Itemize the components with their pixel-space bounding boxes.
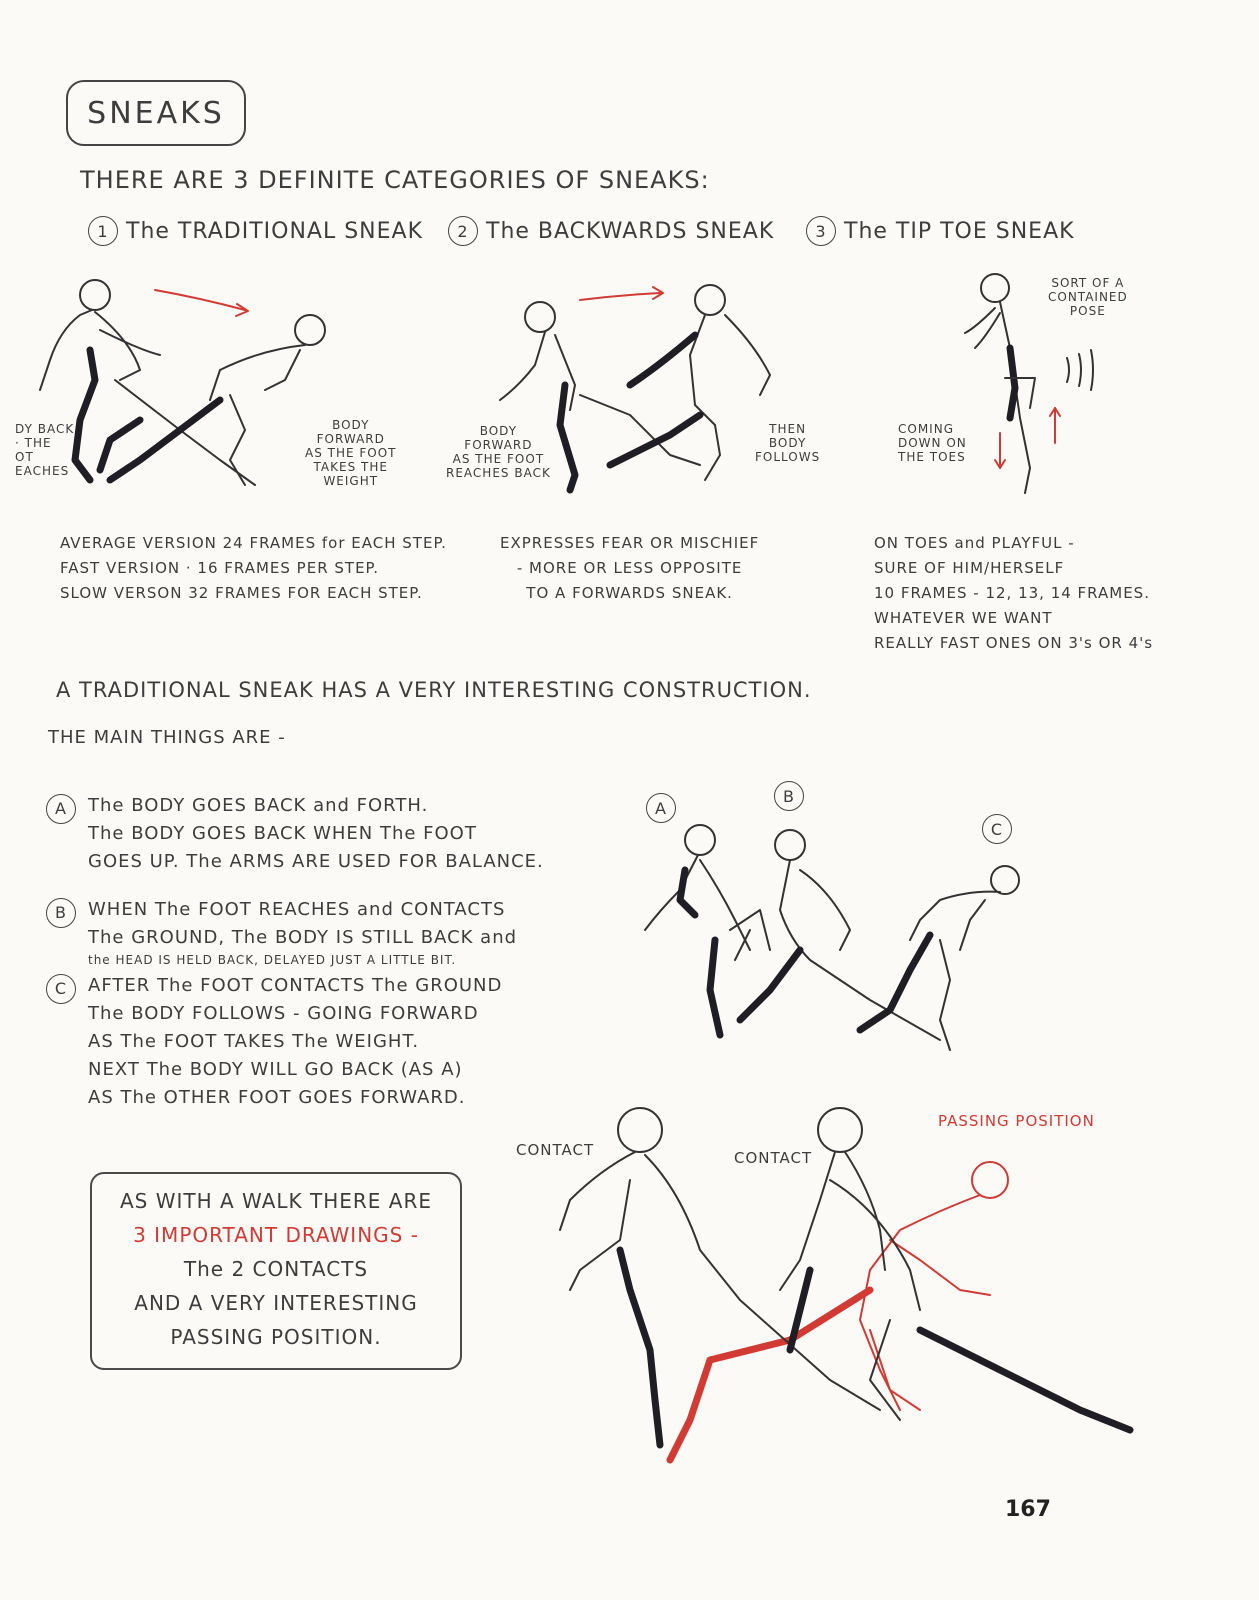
category-backwards: 2 The BACKWARDS SNEAK bbox=[448, 216, 774, 246]
point-a: A The BODY GOES BACK and FORTH. The BODY… bbox=[46, 792, 606, 876]
box-line: AS WITH A WALK THERE ARE bbox=[119, 1189, 433, 1213]
label-contact-2: CONTACT bbox=[734, 1149, 813, 1167]
label-contact-1: CONTACT bbox=[516, 1141, 595, 1159]
point-line: GOES UP. The ARMS ARE USED FOR BALANCE. bbox=[88, 851, 544, 872]
label-passing-position: PASSING POSITION bbox=[938, 1112, 1095, 1130]
category-number: 2 bbox=[448, 216, 478, 246]
point-line: The BODY FOLLOWS - GOING FORWARD bbox=[88, 1003, 479, 1024]
label-contained-pose: SORT OF A CONTAINED POSE bbox=[1048, 276, 1128, 318]
point-line: AS The OTHER FOOT GOES FORWARD. bbox=[88, 1087, 466, 1108]
label-body-back: DY BACK · the OT EACHES bbox=[15, 422, 75, 478]
note-line: FAST VERSION · 16 FRAMES PER STEP. bbox=[60, 559, 380, 577]
page-title: SNEAKS bbox=[66, 80, 246, 146]
important-drawings-box: AS WITH A WALK THERE ARE 3 IMPORTANT DRA… bbox=[90, 1172, 462, 1370]
label-coming-down: COMING DOWN ON The TOES bbox=[898, 422, 967, 464]
category-tiptoe: 3 The TIP TOE SNEAK bbox=[806, 216, 1075, 246]
notes-traditional: AVERAGE VERSION 24 FRAMES for EACH STEP.… bbox=[60, 531, 447, 606]
note-line: SURE OF HIM/HERSELF bbox=[874, 559, 1065, 577]
label-body-forward-back: BODY FORWARD AS The FOOT REACHES BACK bbox=[446, 424, 551, 480]
point-line: The BODY GOES BACK WHEN The FOOT bbox=[88, 823, 477, 844]
contacts-passing-drawing bbox=[559, 1107, 1134, 1464]
point-line: WHEN The FOOT REACHES and CONTACTS bbox=[88, 899, 506, 920]
notes-tiptoe: ON TOES and PLAYFUL - SURE OF HIM/HERSEL… bbox=[874, 531, 1153, 656]
point-line: The BODY GOES BACK and FORTH. bbox=[88, 795, 429, 816]
point-line: The GROUND, The BODY IS STILL BACK and bbox=[88, 927, 518, 948]
point-line: AFTER The FOOT CONTACTS The GROUND bbox=[88, 975, 503, 996]
point-letter: B bbox=[46, 898, 76, 928]
note-line: AVERAGE VERSION 24 FRAMES for EACH STEP. bbox=[60, 534, 447, 552]
intro-text: THERE ARE 3 DEFINITE CATEGORIES OF SNEAK… bbox=[80, 166, 710, 194]
note-line: TO A FORWARDS SNEAK. bbox=[526, 584, 733, 602]
points-list: A The BODY GOES BACK and FORTH. The BODY… bbox=[46, 792, 606, 1112]
point-line: NEXT The BODY WILL GO BACK (AS A) bbox=[88, 1059, 463, 1080]
figure-label-b: B bbox=[774, 781, 804, 811]
note-line: 10 FRAMES - 12, 13, 14 FRAMES. bbox=[874, 584, 1150, 602]
note-line: - MORE OR LESS OPPOSITE bbox=[516, 559, 743, 577]
note-line: REALLY FAST ONES ON 3's OR 4's bbox=[874, 634, 1154, 652]
box-line-highlight: 3 IMPORTANT DRAWINGS - bbox=[133, 1223, 419, 1247]
point-b: B WHEN The FOOT REACHES and CONTACTS The… bbox=[46, 896, 606, 968]
box-line: PASSING POSITION. bbox=[170, 1325, 382, 1349]
category-number: 3 bbox=[806, 216, 836, 246]
box-line: AND A VERY INTERESTING bbox=[134, 1291, 418, 1315]
point-line: AS The FOOT TAKES The WEIGHT. bbox=[88, 1031, 420, 1052]
note-line: ON TOES and PLAYFUL - bbox=[874, 534, 1075, 552]
point-letter: C bbox=[46, 974, 76, 1004]
figure-label-c: C bbox=[982, 814, 1012, 844]
category-number: 1 bbox=[88, 216, 118, 246]
label-body-forward-weight: BODY FORWARD AS The FOOT TAKES The WEIGH… bbox=[305, 418, 397, 488]
page-number: 167 bbox=[1005, 1497, 1051, 1522]
main-things-heading: THE MAIN THINGS ARE - bbox=[48, 727, 286, 748]
note-line: WHATEVER WE WANT bbox=[874, 609, 1053, 627]
figure-label-a: A bbox=[646, 793, 676, 823]
abc-sneak-drawing bbox=[644, 824, 1020, 1051]
category-label: The TIP TOE SNEAK bbox=[844, 218, 1075, 244]
notes-backwards: EXPRESSES FEAR OR MISCHIEF - MORE OR LES… bbox=[500, 531, 759, 606]
note-line: SLOW VERSON 32 FRAMES FOR EACH STEP. bbox=[60, 584, 423, 602]
point-c: C AFTER The FOOT CONTACTS The GROUND The… bbox=[46, 972, 606, 1112]
tiptoe-sneak-drawing bbox=[964, 273, 1094, 494]
box-line: The 2 CONTACTS bbox=[183, 1257, 369, 1281]
backwards-sneak-drawing bbox=[499, 284, 771, 494]
label-then-body: THEN BODY FOLLOWS bbox=[755, 422, 821, 464]
construction-heading: A TRADITIONAL SNEAK HAS A VERY INTERESTI… bbox=[56, 678, 812, 702]
traditional-sneak-drawing bbox=[39, 279, 326, 486]
point-small-line: the HEAD IS HELD BACK, DELAYED JUST A LI… bbox=[88, 953, 457, 967]
note-line: EXPRESSES FEAR OR MISCHIEF bbox=[500, 534, 760, 552]
point-letter: A bbox=[46, 794, 76, 824]
category-label: The TRADITIONAL SNEAK bbox=[126, 218, 424, 244]
category-traditional: 1 The TRADITIONAL SNEAK bbox=[88, 216, 423, 246]
category-label: The BACKWARDS SNEAK bbox=[486, 218, 775, 244]
